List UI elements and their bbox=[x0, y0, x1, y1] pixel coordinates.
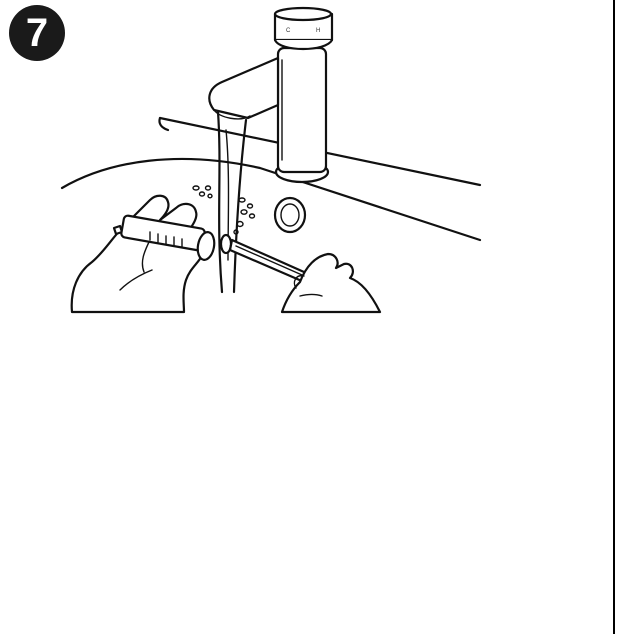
right-hand-icon bbox=[282, 254, 380, 312]
left-hand-icon bbox=[72, 196, 206, 312]
water-droplets bbox=[193, 186, 255, 234]
step-number: 7 bbox=[26, 13, 48, 53]
faucet-hot-label: H bbox=[316, 28, 320, 34]
faucet-cold-label: C bbox=[286, 28, 291, 34]
page-border-line bbox=[613, 0, 615, 634]
syringe-rinse-illustration: C H bbox=[55, 0, 495, 320]
drain-icon bbox=[275, 198, 305, 232]
